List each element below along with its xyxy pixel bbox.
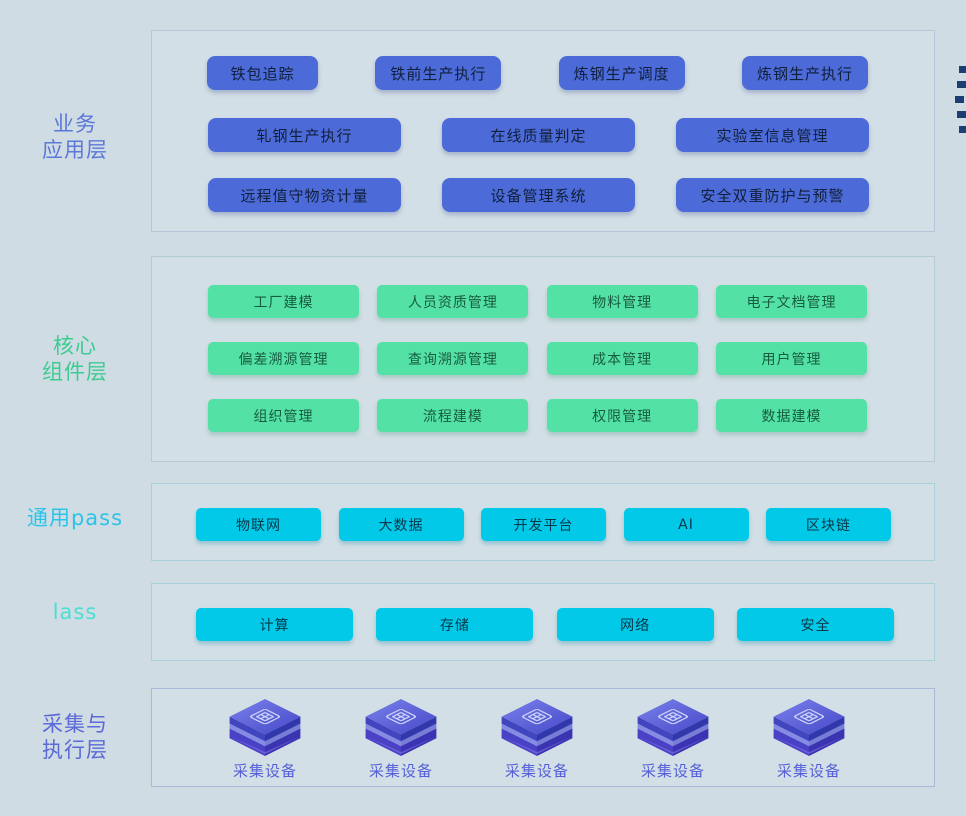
app-button[interactable]: 远程值守物资计量: [208, 178, 401, 212]
layer-label-line: 执行层: [42, 738, 108, 762]
business-row-3: 远程值守物资计量 设备管理系统 安全双重防护与预警: [208, 178, 869, 212]
app-button[interactable]: 实验室信息管理: [676, 118, 869, 152]
iaas-button[interactable]: 网络: [556, 608, 714, 641]
layer-label-line: 业务: [53, 112, 97, 136]
layer-label-paas: 通用pass: [26, 506, 124, 530]
collector-device: 采集设备: [197, 697, 333, 781]
core-row-3: 组织管理流程建模权限管理数据建模: [208, 399, 867, 432]
collector-cube-icon: [229, 698, 301, 756]
collector-cube-icon: [637, 698, 709, 756]
app-button[interactable]: 在线质量判定: [442, 118, 635, 152]
collector-cube-icon: [773, 698, 845, 756]
app-button[interactable]: 轧钢生产执行: [208, 118, 401, 152]
edge-dash-icon: [959, 126, 966, 133]
component-button[interactable]: 工厂建模: [208, 285, 359, 318]
component-button[interactable]: 数据建模: [715, 399, 867, 432]
core-row-1: 工厂建模人员资质管理物料管理电子文档管理: [208, 285, 867, 318]
component-button[interactable]: 物料管理: [546, 285, 698, 318]
panel-business-applications: 铁包追踪 铁前生产执行 炼钢生产调度 炼钢生产执行 轧钢生产执行 在线质量判定 实验室信息…: [151, 30, 935, 232]
component-button[interactable]: 权限管理: [546, 399, 698, 432]
edge-dash-icon: [957, 111, 966, 118]
layer-label-iaas: lass: [52, 600, 98, 624]
layer-label-core: 核心 组件层: [0, 333, 150, 385]
paas-button[interactable]: 开发平台: [481, 508, 606, 541]
iaas-button[interactable]: 安全: [736, 608, 894, 641]
component-button[interactable]: 查询溯源管理: [377, 342, 529, 375]
layer-label-line: 核心: [53, 334, 97, 358]
component-button[interactable]: 用户管理: [715, 342, 867, 375]
collector-cube-icon: [501, 698, 573, 756]
collector-device-label: 采集设备: [232, 762, 297, 780]
paas-button[interactable]: 区块链: [766, 508, 891, 541]
business-row-1: 铁包追踪 铁前生产执行 炼钢生产调度 炼钢生产执行: [207, 56, 868, 90]
collector-device: 采集设备: [333, 697, 469, 781]
collector-device-label: 采集设备: [640, 762, 705, 780]
paas-button[interactable]: 大数据: [338, 508, 464, 541]
collector-device-label: 采集设备: [776, 762, 841, 780]
panel-paas: 物联网大数据开发平台 AI 区块链: [151, 483, 935, 561]
collector-device-label: 采集设备: [504, 762, 569, 780]
component-button[interactable]: 电子文档管理: [715, 285, 867, 318]
panel-core-components: 工厂建模人员资质管理物料管理电子文档管理 偏差溯源管理查询溯源管理成本管理用户管…: [151, 256, 935, 462]
panel-devices: 采集设备 采集设备: [151, 688, 935, 787]
iaas-row: 计算存储网络安全: [196, 608, 894, 641]
devices-row: 采集设备 采集设备: [197, 697, 877, 781]
component-button[interactable]: 流程建模: [377, 399, 529, 432]
edge-dash-icon: [955, 96, 964, 103]
app-button[interactable]: 铁包追踪: [207, 56, 318, 90]
layer-label-devices: 采集与 执行层: [0, 711, 150, 763]
iaas-button[interactable]: 存储: [376, 608, 534, 641]
layer-label-line: 组件层: [42, 360, 108, 384]
core-row-2: 偏差溯源管理查询溯源管理成本管理用户管理: [208, 342, 867, 375]
paas-button[interactable]: AI: [623, 508, 749, 541]
edge-dash-icon: [959, 66, 966, 73]
panel-iaas: 计算存储网络安全: [151, 583, 935, 661]
iaas-button[interactable]: 计算: [196, 608, 353, 641]
component-button[interactable]: 偏差溯源管理: [208, 342, 359, 375]
collector-device: 采集设备: [741, 697, 877, 781]
collector-device: 采集设备: [605, 697, 741, 781]
collector-device-label: 采集设备: [368, 762, 433, 780]
business-row-2: 轧钢生产执行 在线质量判定 实验室信息管理: [208, 118, 869, 152]
layer-label-line: 应用层: [42, 138, 108, 162]
collector-device: 采集设备: [469, 697, 605, 781]
layer-label-business: 业务 应用层: [0, 111, 150, 163]
app-button[interactable]: 炼钢生产执行: [741, 56, 868, 90]
component-button[interactable]: 组织管理: [208, 399, 359, 432]
app-button[interactable]: 安全双重防护与预警: [676, 178, 869, 212]
paas-button[interactable]: 物联网: [196, 508, 321, 541]
component-button[interactable]: 成本管理: [546, 342, 698, 375]
component-button[interactable]: 人员资质管理: [377, 285, 529, 318]
app-button[interactable]: 设备管理系统: [442, 178, 635, 212]
edge-dash-icon: [957, 81, 966, 88]
paas-row: 物联网大数据开发平台 AI 区块链: [196, 508, 891, 541]
app-button[interactable]: 铁前生产执行: [375, 56, 502, 90]
collector-cube-icon: [365, 698, 437, 756]
layer-label-line: 采集与: [42, 712, 108, 736]
app-button[interactable]: 炼钢生产调度: [558, 56, 685, 90]
